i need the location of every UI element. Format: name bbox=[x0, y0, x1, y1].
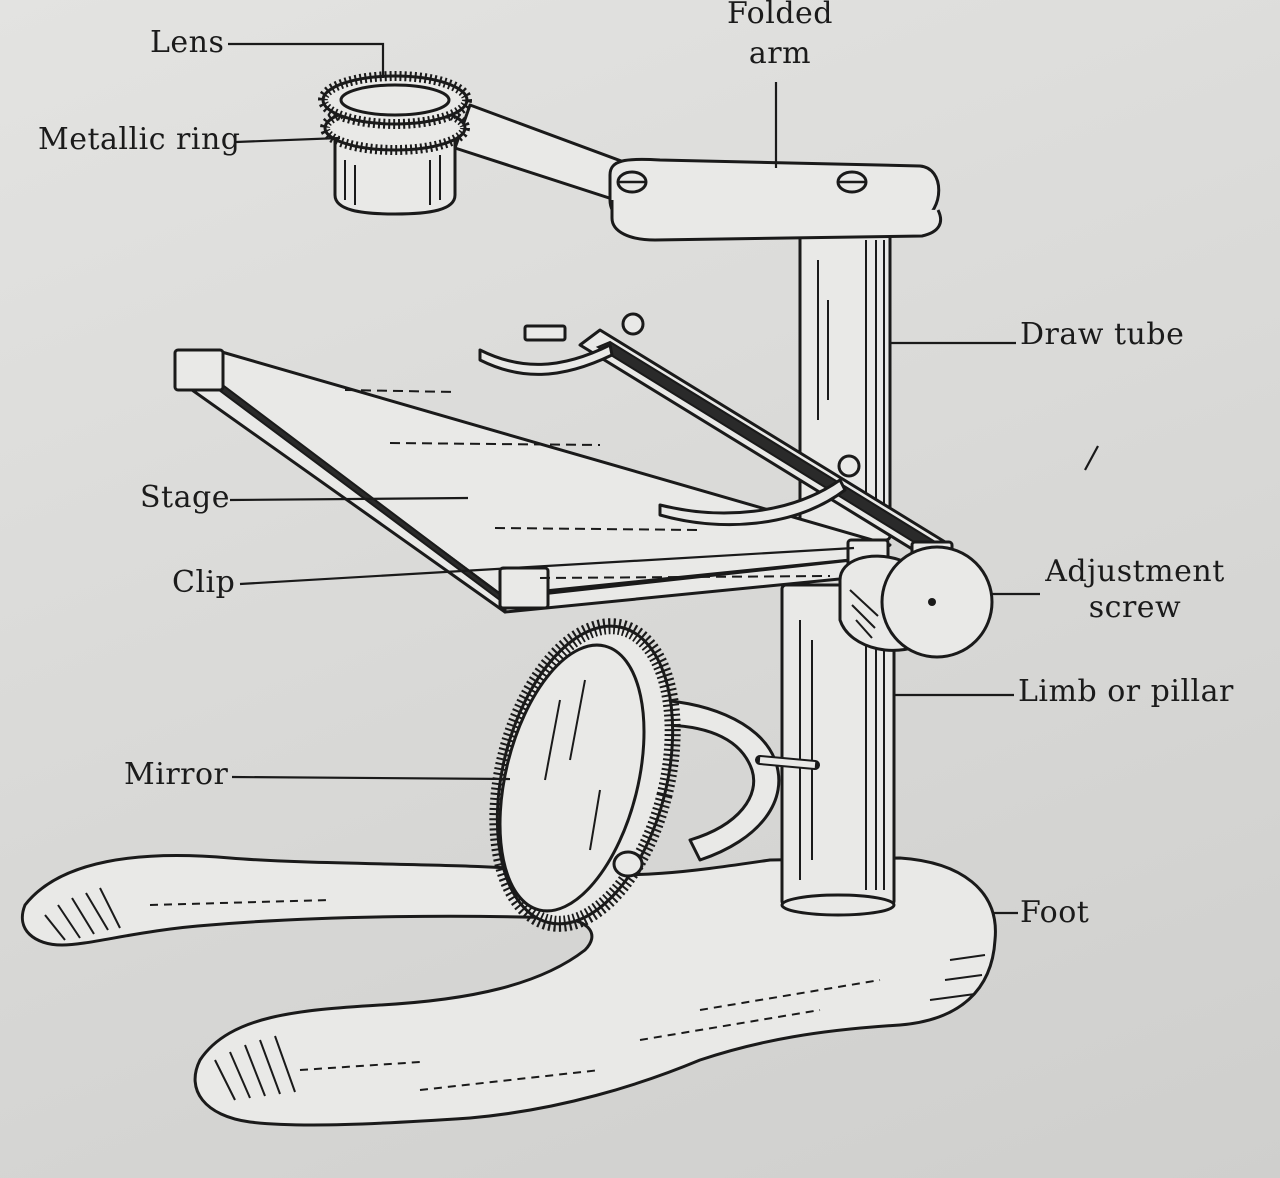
mirror-label: Mirror bbox=[124, 757, 229, 792]
limb-or-pillar-label: Limb or pillar bbox=[1018, 674, 1234, 709]
metallic-ring-label: Metallic ring bbox=[38, 122, 241, 157]
folded-arm-label-line1: Folded bbox=[727, 0, 833, 31]
adjustment-screw-part bbox=[838, 545, 994, 659]
stage-part bbox=[173, 312, 954, 614]
adjustment-screw-label: Adjustment screw bbox=[1030, 554, 1240, 626]
clip-leader bbox=[239, 546, 855, 586]
clip-label: Clip bbox=[172, 565, 236, 600]
folded-arm-label: Folded arm bbox=[700, 0, 860, 72]
adjustment-screw-label-line2: screw bbox=[1088, 590, 1182, 625]
foot-label: Foot bbox=[1020, 895, 1090, 930]
mirror-part bbox=[489, 618, 820, 932]
leader-lines bbox=[228, 42, 1099, 915]
adjustment-screw-label-line1: Adjustment bbox=[1045, 554, 1225, 589]
lens-label: Lens bbox=[150, 25, 225, 60]
mirror-leader bbox=[231, 775, 511, 781]
lens-leader bbox=[228, 42, 385, 78]
folded-arm-label-line2: arm bbox=[748, 36, 812, 71]
draw-tube-label: Draw tube bbox=[1020, 317, 1185, 352]
stage-label: Stage bbox=[140, 480, 230, 515]
stage-leader bbox=[229, 496, 469, 502]
metallic-ring-leader bbox=[235, 136, 341, 144]
folded-arm-part bbox=[453, 103, 943, 242]
lens-part bbox=[318, 71, 472, 216]
